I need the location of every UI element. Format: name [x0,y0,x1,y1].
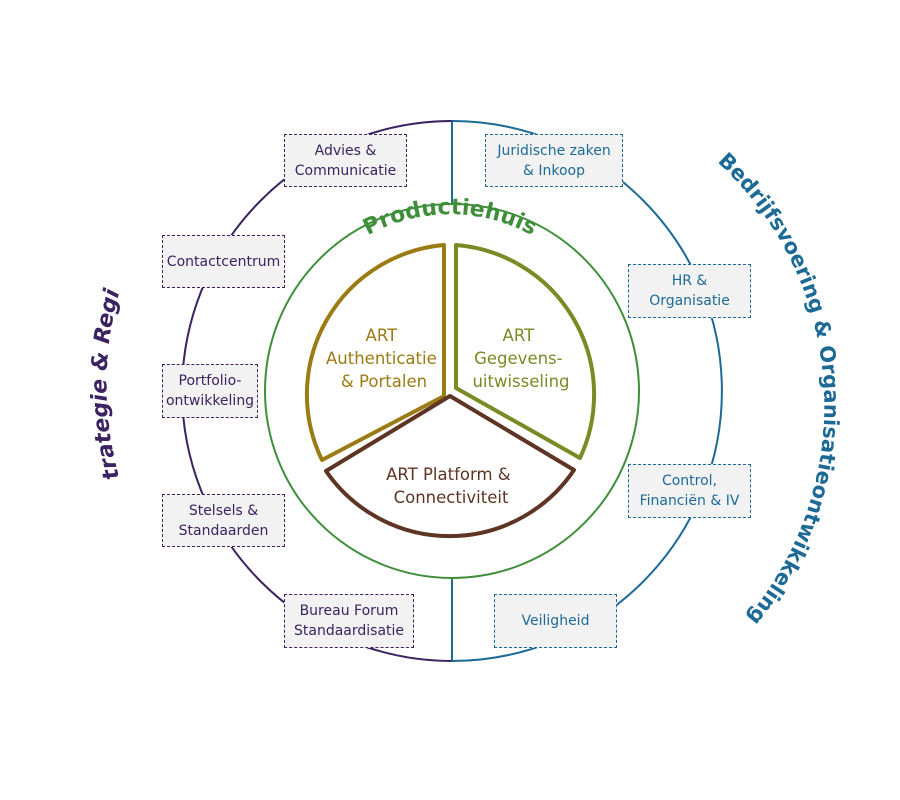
box-bureau-forum-standaardisatie: Bureau Forum Standaardisatie [284,594,414,648]
segment-platform [324,394,576,539]
left-title: Strategie & Regie [0,0,125,483]
right-title: Bedrijfsvoering & Organisatieontwikkelin… [714,148,844,630]
svg-text:ART Platform & Connectivit: ART Platform & Connectiviteit [386,465,516,507]
box-control-financien-iv: Control, Financiën & IV [628,464,751,518]
box-advies-communicatie: Advies & Communicatie [284,134,407,187]
svg-text:ART Authenticatie & Po: ART Authenticatie & Portalen [326,326,442,391]
svg-text:ART Gegevens- uitwisse: ART Gegevens- uitwisseling [472,326,569,391]
segment-gegevens [454,243,597,460]
box-contactcentrum: Contactcentrum [162,235,285,288]
platform-line-1: ART Platform & [386,465,511,484]
platform-line-2: Connectiviteit [394,488,509,507]
box-stelsels-standaarden: Stelsels & Standaarden [162,494,285,547]
gegevens-line-3: uitwisseling [472,372,569,391]
gegevens-line-2: Gegevens- [474,349,563,368]
box-juridische-zaken-inkoop: Juridische zaken & Inkoop [485,134,623,187]
gegevens-line-1: ART [503,326,536,345]
box-veiligheid: Veiligheid [494,594,617,648]
box-portfolio-ontwikkeling: Portfolio- ontwikkeling [162,364,258,418]
box-hr-organisatie: HR & Organisatie [628,264,751,318]
segment-authenticatie [304,243,446,462]
authenticatie-line-3: & Portalen [341,372,427,391]
authenticatie-line-2: Authenticatie [326,349,437,368]
authenticatie-line-1: ART [366,326,399,345]
